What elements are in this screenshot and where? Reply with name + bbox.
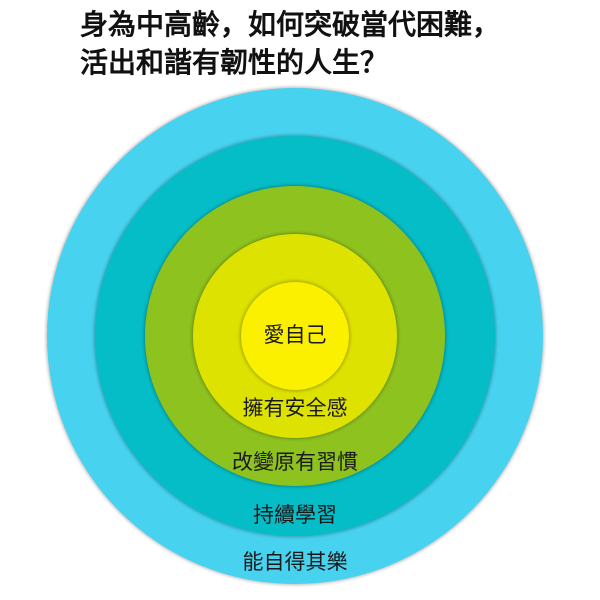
label-enjoy-self: 能自得其樂 [242,550,348,574]
label-keep-learning: 持續學習 [253,503,337,527]
label-love-self: 愛自己 [263,323,327,347]
title-line-2: 活出和諧有韌性的人生？ [80,46,389,79]
ring-love-self [241,282,349,390]
label-change-habits: 改變原有習慣 [232,450,358,474]
label-security: 擁有安全感 [242,396,348,420]
title-line-1: 身為中高齡，如何突破當代困難， [80,8,501,41]
page-title: 身為中高齡，如何突破當代困難， 活出和諧有韌性的人生？ [80,6,600,82]
